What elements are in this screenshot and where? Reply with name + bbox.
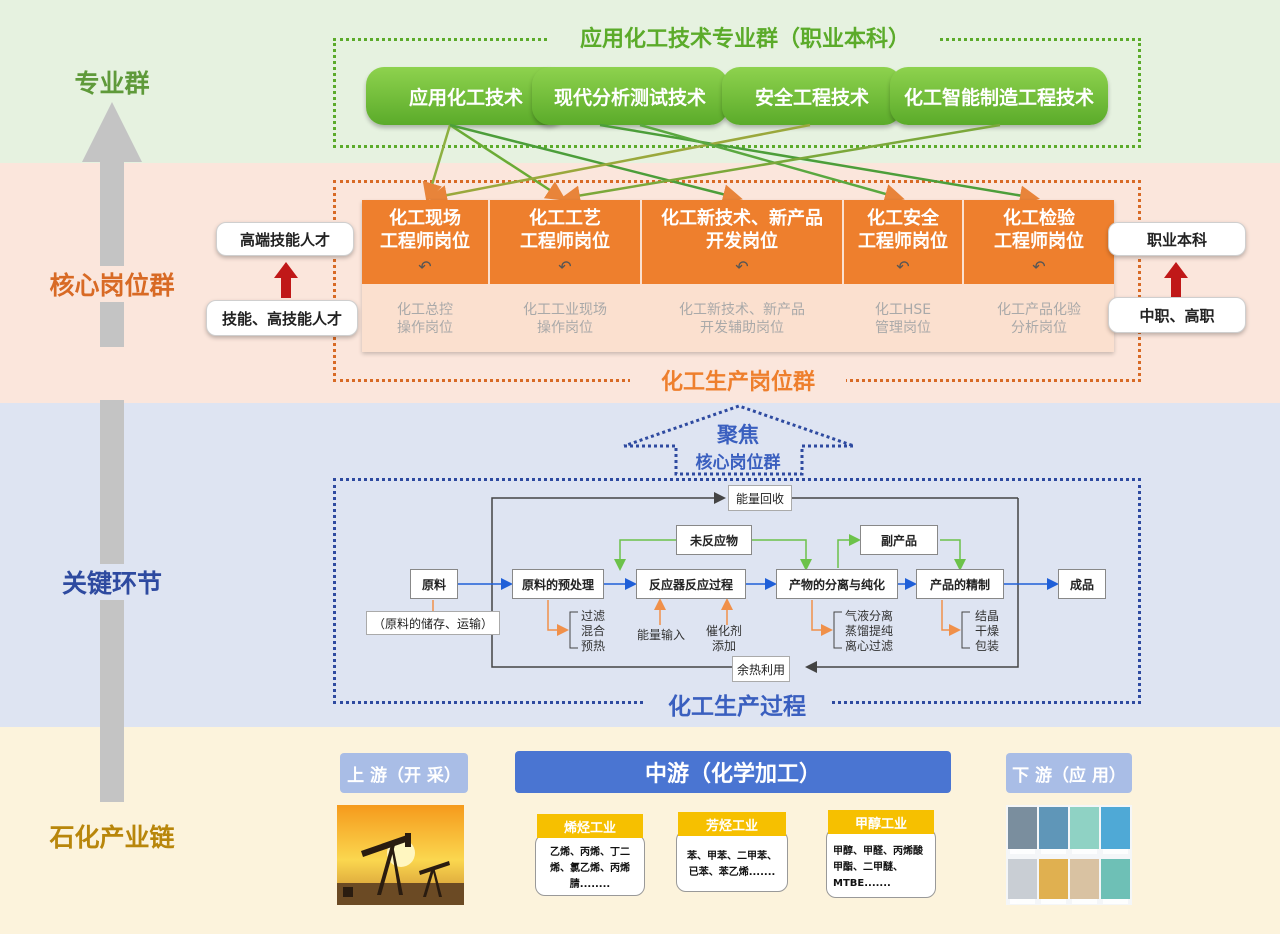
job-safety-engineer: 化工安全 工程师岗位 ↶ — [844, 200, 962, 284]
job-title-line2: 工程师岗位 — [858, 230, 948, 252]
node-pretreatment: 原料的预处理 — [512, 569, 604, 599]
node-waste-heat: 余热利用 — [732, 656, 790, 682]
subjob-dev-assistant: 化工新技术、新产品 开发辅助岗位 — [642, 288, 842, 350]
tag-vocational-bachelor: 职业本科 — [1108, 222, 1246, 256]
process-label: 化工生产过程 — [643, 683, 831, 725]
node-refining: 产品的精制 — [916, 569, 1004, 599]
step-text: 蒸馏提纯 — [845, 624, 894, 638]
up-curl-icon: ↶ — [735, 256, 749, 276]
card-aromatic: 苯、甲苯、二甲苯、已苯、苯乙烯....... — [676, 830, 788, 892]
focus-subtitle: 核心岗位群 — [695, 452, 781, 473]
focus-dotted-arrow — [623, 404, 855, 476]
step-text: 气液分离 — [845, 609, 894, 623]
job-title-line1: 化工现场 — [389, 207, 461, 229]
major-group-title: 应用化工技术专业群（职业本科） — [550, 18, 940, 56]
job-title-line1: 化工检验 — [1003, 207, 1075, 229]
node-raw: 原料 — [410, 569, 458, 599]
focus-title: 聚焦 — [717, 423, 759, 447]
red-up-arrow-left — [274, 262, 298, 298]
label-industry-chain: 石化产业链 — [14, 818, 210, 854]
node-product: 成品 — [1058, 569, 1106, 599]
subjob-line2: 管理岗位 — [875, 320, 931, 336]
subjob-line2: 分析岗位 — [1011, 320, 1067, 336]
step-text: 催化剂 — [706, 624, 743, 638]
subjob-line2: 操作岗位 — [397, 320, 453, 336]
subjob-line1: 化工总控 — [397, 302, 453, 318]
card-methanol: 甲醇、甲醛、丙烯酸甲酯、二甲醚、MTBE....... — [826, 828, 936, 898]
subjob-line2: 开发辅助岗位 — [700, 320, 784, 336]
up-curl-icon: ↶ — [896, 256, 910, 276]
subjob-line1: 化工产品化验 — [997, 302, 1081, 318]
step-text: 结晶 — [975, 609, 1000, 623]
label-key-links: 关键环节 — [14, 564, 210, 600]
card-olefin-tag: 烯烃工业 — [537, 814, 643, 838]
major-intelligent-manufacturing: 化工智能制造工程技术 — [890, 67, 1108, 125]
step-text: 包装 — [975, 639, 1000, 653]
subjob-line1: 化工HSE — [874, 302, 932, 318]
job-inspection-engineer: 化工检验 工程师岗位 ↶ — [964, 200, 1114, 284]
step-text: 混合 — [581, 624, 606, 638]
refine-steps: 结晶 干燥 包装 — [975, 609, 999, 654]
tag-skilled-talent: 技能、高技能人才 — [206, 300, 358, 336]
up-curl-icon: ↶ — [418, 256, 432, 276]
job-title-line1: 化工新技术、新产品 — [661, 207, 823, 229]
major-safety-engineering: 安全工程技术 — [722, 67, 902, 125]
step-text: 过滤 — [581, 609, 606, 623]
job-title-line2: 工程师岗位 — [380, 230, 470, 252]
label-major-group: 专业群 — [14, 64, 210, 100]
subjob-field-operator: 化工工业现场 操作岗位 — [490, 288, 640, 350]
up-curl-icon: ↶ — [1032, 256, 1046, 276]
subjob-dcs-operator: 化工总控 操作岗位 — [362, 288, 488, 350]
node-byproduct: 副产品 — [860, 525, 938, 555]
vertical-up-arrow — [82, 102, 142, 802]
job-title-line1: 化工工艺 — [529, 207, 601, 229]
downstream-header: 下 游（应 用） — [1006, 753, 1132, 793]
step-text: 干燥 — [975, 624, 1000, 638]
energy-input-label: 能量输入 — [637, 628, 686, 642]
job-process-engineer: 化工工艺 工程师岗位 ↶ — [490, 200, 640, 284]
tag-secondary-higher-vocational: 中职、高职 — [1108, 297, 1246, 333]
subjob-product-analysis: 化工产品化验 分析岗位 — [964, 288, 1114, 350]
job-title-line2: 工程师岗位 — [520, 230, 610, 252]
up-curl-icon: ↶ — [558, 256, 572, 276]
subjob-line2: 操作岗位 — [537, 320, 593, 336]
step-text: 离心过滤 — [845, 639, 894, 653]
job-group-label: 化工生产岗位群 — [630, 360, 846, 400]
job-title-line2: 工程师岗位 — [994, 230, 1084, 252]
job-title-line1: 化工安全 — [867, 207, 939, 229]
step-text: 添加 — [712, 639, 737, 653]
node-reactor: 反应器反应过程 — [636, 569, 746, 599]
node-separation: 产物的分离与纯化 — [776, 569, 898, 599]
node-energy-recovery: 能量回收 — [728, 485, 792, 511]
red-up-arrow-right — [1164, 262, 1188, 298]
card-aromatic-tag: 芳烃工业 — [678, 812, 786, 836]
band-key-links — [0, 403, 1280, 727]
catalyst-label: 催化剂 添加 — [706, 624, 742, 654]
node-raw-note: （原料的储存、运输） — [366, 611, 500, 635]
midstream-header: 中游（化学加工） — [515, 751, 951, 793]
subjob-hse-management: 化工HSE 管理岗位 — [844, 288, 962, 350]
job-title-line2: 开发岗位 — [706, 230, 778, 252]
downstream-applications-picture — [1006, 805, 1132, 905]
card-olefin: 乙烯、丙烯、丁二烯、氯乙烯、丙烯腈........ — [535, 834, 645, 896]
subjob-line1: 化工工业现场 — [523, 302, 607, 318]
card-methanol-tag: 甲醇工业 — [828, 810, 934, 834]
step-text: 预热 — [581, 639, 606, 653]
subjob-line1: 化工新技术、新产品 — [679, 302, 805, 318]
oilfield-picture — [337, 805, 464, 905]
job-field-engineer: 化工现场 工程师岗位 ↶ — [362, 200, 488, 284]
job-new-tech-dev: 化工新技术、新产品 开发岗位 ↶ — [642, 200, 842, 284]
node-unreacted: 未反应物 — [676, 525, 752, 555]
major-analysis-testing: 现代分析测试技术 — [532, 67, 728, 125]
pretreat-steps: 过滤 混合 预热 — [581, 609, 605, 654]
upstream-header: 上 游（开 采） — [340, 753, 468, 793]
tag-high-end-talent: 高端技能人才 — [216, 222, 354, 256]
separation-steps: 气液分离 蒸馏提纯 离心过滤 — [845, 609, 893, 654]
label-core-jobs: 核心岗位群 — [14, 266, 210, 302]
